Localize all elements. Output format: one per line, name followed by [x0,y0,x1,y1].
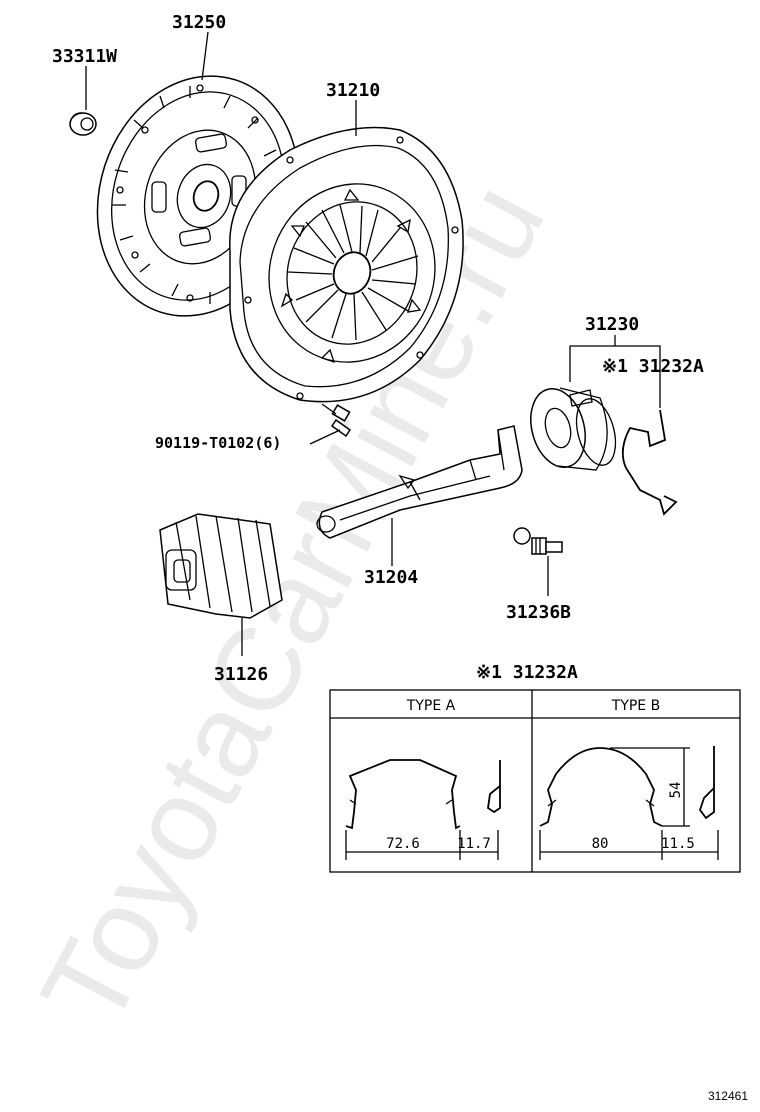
leader-31250 [201,31,209,81]
clutch-cover-drawing [229,126,464,403]
figure-number: 312461 [708,1089,748,1103]
part-label-31230: 31230 [585,314,639,335]
type-a-clip-drawing [345,759,501,860]
cover-bolt-drawing [321,403,352,438]
fork-boot-drawing [159,513,283,619]
release-fork-drawing [316,425,523,539]
part-label-31126: 31126 [214,664,268,685]
type-b-depth-dimension: 11.5 [661,836,695,852]
column-header-type-b: TYPE B [611,698,660,714]
type-b-clip-drawing [539,746,719,860]
release-bearing-drawing [530,387,617,471]
part-label-31250: 31250 [172,12,226,33]
type-a-width-dimension: 72.6 [386,836,420,852]
part-label-31232a: ※1 31232A [602,356,704,377]
fork-pivot-drawing [513,527,563,555]
part-label-90119-t0102: 90119-T0102(6) [155,434,281,452]
detail-table-title: ※1 31232A [476,662,578,683]
column-header-type-a: TYPE A [406,698,456,714]
type-a-depth-dimension: 11.7 [457,836,491,852]
type-b-width-dimension: 80 [592,836,609,852]
leader-90119 [309,429,341,445]
detail-table [329,689,741,873]
part-label-31236b: 31236B [506,602,571,623]
part-label-31210: 31210 [326,80,380,101]
pilot-bearing-drawing [69,112,97,136]
part-label-33311w: 33311W [52,46,117,67]
release-clip-drawing [621,409,678,516]
part-label-31204: 31204 [364,567,418,588]
type-b-height-dimension: 54 [668,782,684,799]
